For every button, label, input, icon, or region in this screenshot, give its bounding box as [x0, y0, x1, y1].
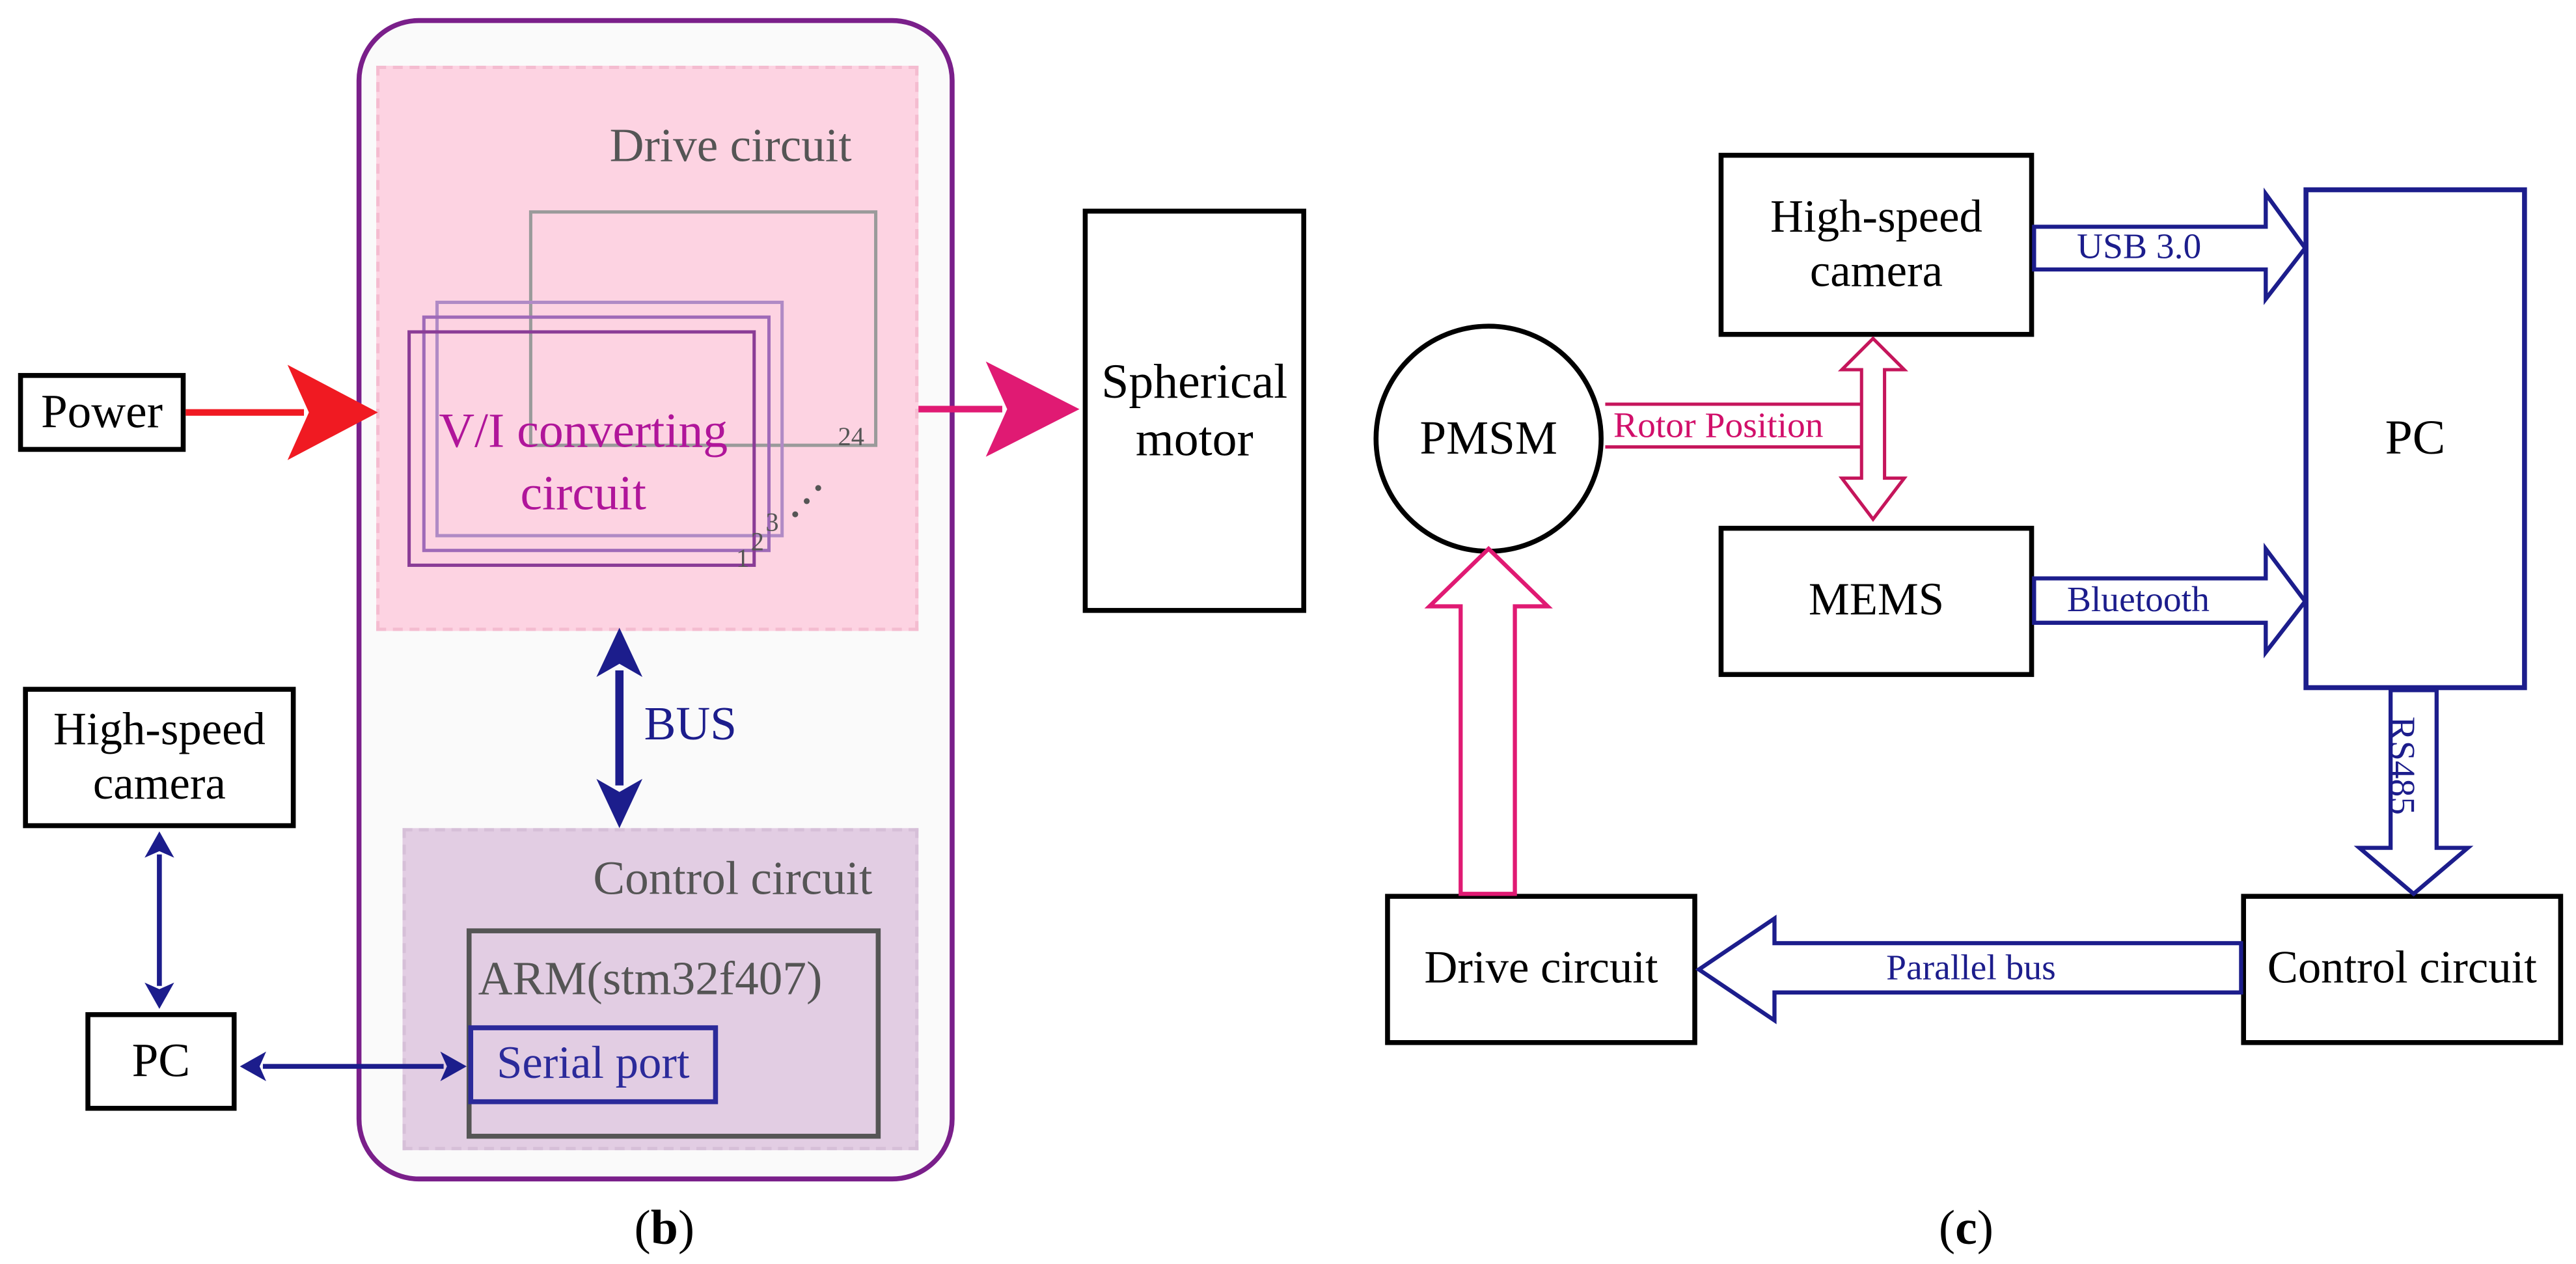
- rotor-position-arrow: [1605, 336, 1908, 522]
- high-speed-camera-label-c: High-speed camera: [1770, 192, 1982, 297]
- usb-label: USB 3.0: [2076, 225, 2202, 266]
- bus-label: BUS: [644, 698, 737, 751]
- drive-circuit-title: Drive circuit: [609, 120, 852, 173]
- serial-port-label: Serial port: [497, 1038, 690, 1090]
- rs485-label: RS485: [2382, 716, 2424, 816]
- serial-port-box: Serial port: [468, 1025, 719, 1105]
- layer-number-2: 2: [750, 529, 764, 557]
- control-circuit-label-c: Control circuit: [2267, 944, 2537, 995]
- layer-number-24: 24: [838, 424, 864, 452]
- bluetooth-arrow: [2032, 542, 2308, 659]
- vi-converting-circuit-label: V/I converting circuit: [439, 404, 728, 521]
- high-speed-camera-box-c: High-speed camera: [1718, 152, 2035, 337]
- layer-number-3: 3: [765, 509, 779, 538]
- mems-label: MEMS: [1808, 575, 1945, 627]
- layer-ellipsis: [792, 485, 821, 517]
- bluetooth-label: Bluetooth: [2066, 578, 2210, 620]
- pc-label-b: PC: [131, 1035, 191, 1088]
- high-speed-camera-label-b: High-speed camera: [53, 704, 266, 810]
- power-box: Power: [18, 373, 186, 452]
- power-arrow: [185, 364, 378, 460]
- drive-to-motor-arrow: [918, 361, 1080, 457]
- pmsm-label: PMSM: [1419, 411, 1557, 465]
- rs485-arrow: [2353, 688, 2474, 897]
- pc-box-b: PC: [85, 1012, 237, 1111]
- layer-card-24: [528, 210, 878, 447]
- caption-c-letter: c: [1955, 1201, 1977, 1256]
- bus-arrow: [596, 627, 643, 829]
- drive-circuit-box-c: Drive circuit: [1385, 894, 1697, 1045]
- pc-serial-arrow: [240, 1051, 467, 1082]
- control-circuit-title: Control circuit: [593, 853, 873, 905]
- drive-to-pmsm-arrow: [1424, 545, 1553, 896]
- caption-c: (c): [1938, 1201, 1994, 1256]
- spherical-motor-label: Spherical motor: [1101, 354, 1288, 467]
- parallel-bus-label: Parallel bus: [1886, 946, 2056, 988]
- camera-pc-arrow-b: [144, 831, 174, 1010]
- control-circuit-region: [402, 828, 919, 1151]
- layer-card-3: [435, 300, 784, 538]
- drive-circuit-label-c: Drive circuit: [1424, 944, 1658, 995]
- layer-number-1: 1: [735, 545, 750, 574]
- power-label: Power: [40, 385, 163, 439]
- mems-box: MEMS: [1718, 525, 2035, 678]
- layer-card-1: [407, 330, 756, 567]
- high-speed-camera-box-b: High-speed camera: [23, 687, 296, 829]
- caption-b-letter: b: [650, 1201, 678, 1256]
- layer-card-2: [422, 315, 771, 553]
- caption-b: (b): [634, 1201, 695, 1256]
- pc-box-c: PC: [2303, 187, 2527, 691]
- pc-label-c: PC: [2385, 411, 2446, 466]
- arm-label: ARM(stm32f407): [478, 953, 823, 1006]
- rotor-position-label: Rotor Position: [1613, 404, 1824, 446]
- parallel-bus-arrow: [1695, 914, 2243, 1024]
- spherical-motor-box: Spherical motor: [1082, 208, 1306, 613]
- control-circuit-box-c: Control circuit: [2241, 894, 2564, 1045]
- usb-arrow: [2032, 187, 2308, 305]
